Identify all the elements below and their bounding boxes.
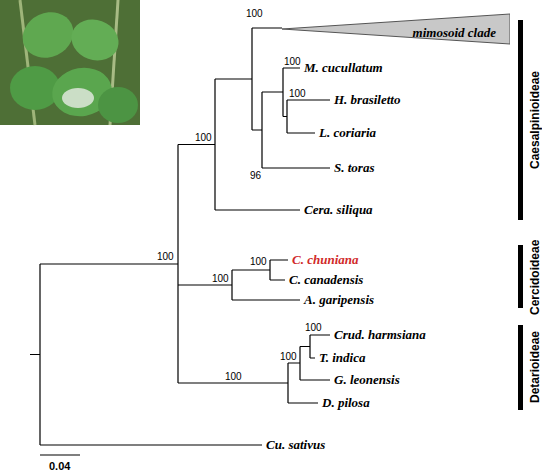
taxon-label: T. indica: [319, 350, 365, 366]
clade-label: Caesalpinioideae: [526, 20, 544, 220]
bootstrap-value: 96: [250, 170, 261, 182]
taxon-label: H. brasiletto: [334, 92, 400, 108]
leaf: [98, 87, 138, 123]
bootstrap-value: 100: [157, 251, 174, 263]
scale-label: 0.04: [49, 458, 70, 474]
taxon-label: C. chuniana: [292, 252, 358, 268]
leaf: [10, 66, 60, 110]
leaf-photo: [0, 0, 140, 125]
photo-shade: [0, 0, 140, 125]
bootstrap-value: 100: [195, 132, 212, 144]
clade-name: mimosoid clade: [413, 25, 496, 41]
clade-label: Detarioideae: [526, 322, 544, 412]
taxon-label: G. leonensis: [334, 372, 400, 388]
taxon-label: Cera. siliqua: [304, 202, 373, 218]
taxon-label: Cu. sativus: [266, 437, 325, 453]
clade-bar: [518, 325, 523, 410]
leaf: [66, 13, 125, 67]
bootstrap-value: 100: [280, 351, 297, 363]
bootstrap-value: 100: [250, 256, 267, 268]
leaf: [15, 4, 81, 66]
bootstrap-value: 100: [212, 273, 229, 285]
clade-bar: [518, 20, 523, 220]
bootstrap-value: 100: [305, 322, 322, 334]
taxon-label: M. cucullatum: [304, 60, 383, 76]
photo-background: [0, 0, 140, 125]
taxon-label: C. canadensis: [289, 272, 363, 288]
taxon-label: S. toras: [334, 160, 374, 176]
clade-triangle-shape: [282, 14, 510, 44]
collapsed-clade: mimosoid clade: [282, 12, 510, 46]
taxon-label: D. pilosa: [322, 395, 370, 411]
taxon-label: A. garipensis: [304, 292, 374, 308]
bootstrap-value: 100: [289, 88, 306, 100]
clade-bar: [518, 245, 523, 308]
taxon-label: Crud. harmsiana: [334, 327, 426, 343]
tree-branches: [30, 28, 330, 445]
leaf-spot: [62, 88, 94, 108]
bootstrap-value: 100: [284, 56, 301, 68]
bootstrap-value: 100: [225, 371, 242, 383]
taxon-label: L. coriaria: [319, 125, 376, 141]
scale-bar: [40, 454, 80, 455]
clade-label: Cercidoideae: [526, 232, 544, 322]
bootstrap-value: 100: [246, 8, 263, 20]
